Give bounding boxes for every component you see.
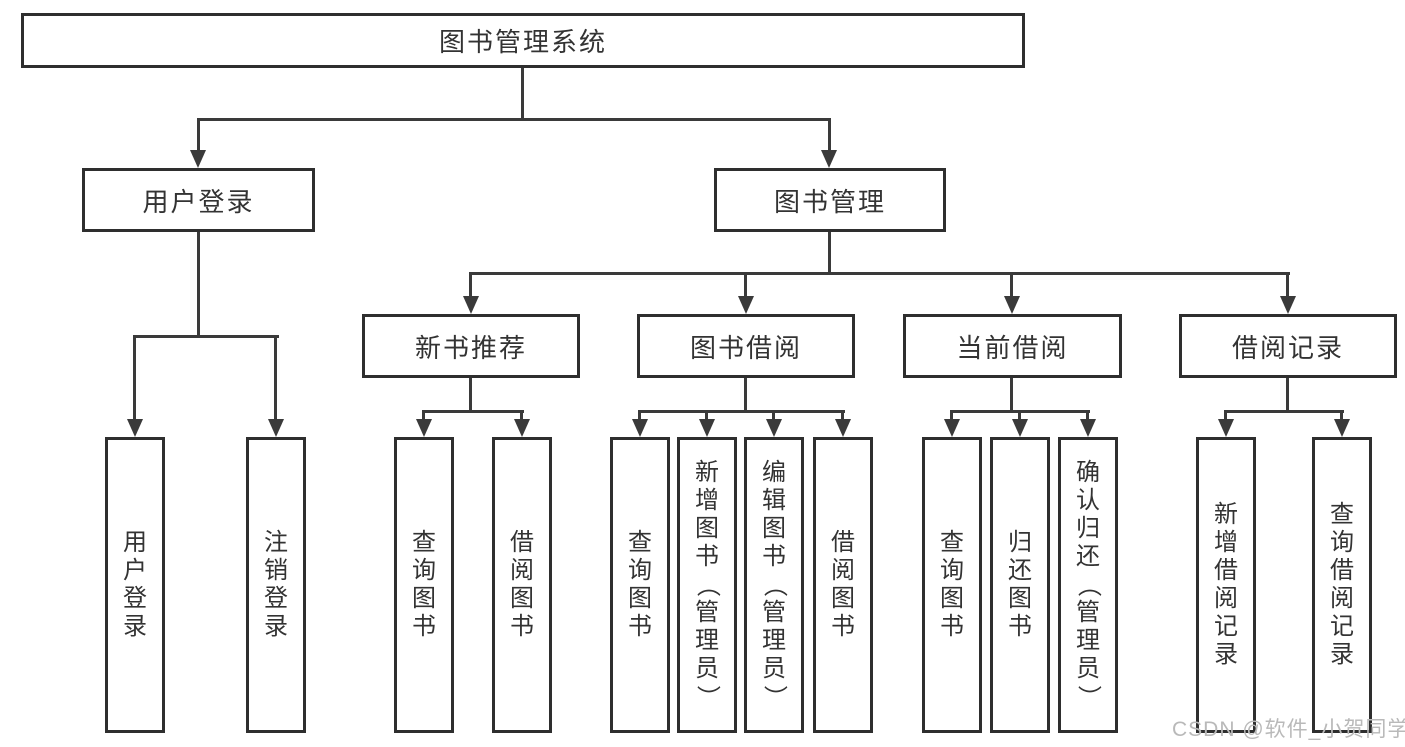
root-node-label: 图书管理系统	[438, 27, 607, 57]
connector-line	[422, 410, 425, 421]
connector-line	[1010, 378, 1013, 412]
node-label: 用户登录	[142, 186, 255, 217]
connector-line	[197, 118, 831, 121]
connector-line	[520, 410, 523, 421]
connector-line	[1286, 272, 1289, 298]
connector-line	[197, 232, 200, 335]
node-borrow-records: 借阅记录	[1179, 314, 1397, 378]
connector-line	[638, 410, 641, 421]
node-book-management: 图书管理	[714, 168, 946, 232]
arrow-down-icon	[1280, 296, 1296, 314]
connector-line	[521, 68, 524, 118]
node-book-borrowing: 图书借阅	[637, 314, 855, 378]
connector-line	[950, 410, 953, 421]
connector-line	[1340, 410, 1343, 421]
leaf-label: 查询图书	[628, 529, 652, 640]
connector-line	[772, 410, 775, 421]
node-label: 图书管理	[773, 186, 886, 217]
arrow-down-icon	[1012, 419, 1028, 437]
connector-line	[638, 410, 845, 413]
arrow-down-icon	[463, 296, 479, 314]
connector-line	[133, 335, 136, 421]
leaf-label: 新增借阅记录	[1214, 501, 1238, 668]
leaf-logout-login: 注销登录	[246, 437, 306, 733]
connector-line	[422, 410, 524, 413]
leaf-user-login: 用户登录	[105, 437, 165, 733]
node-current-borrowing: 当前借阅	[903, 314, 1122, 378]
connector-line	[744, 378, 747, 412]
arrow-down-icon	[127, 419, 143, 437]
node-label: 借阅记录	[1231, 332, 1344, 363]
arrow-down-icon	[190, 150, 206, 168]
connector-line	[828, 118, 831, 152]
arrow-down-icon	[416, 419, 432, 437]
arrow-down-icon	[835, 419, 851, 437]
connector-line	[1286, 378, 1289, 412]
leaf-borrow-books-recommend: 借阅图书	[492, 437, 552, 733]
arrow-down-icon	[1004, 296, 1020, 314]
connector-line	[1086, 410, 1089, 421]
arrow-down-icon	[738, 296, 754, 314]
connector-line	[1010, 272, 1013, 298]
leaf-label: 确认归还（管理员）	[1075, 459, 1102, 709]
arrow-down-icon	[1080, 419, 1096, 437]
leaf-borrow-books: 借阅图书	[813, 437, 873, 733]
arrow-down-icon	[632, 419, 648, 437]
arrow-down-icon	[1218, 419, 1234, 437]
node-user-login: 用户登录	[82, 168, 315, 232]
connector-line	[133, 335, 279, 338]
leaf-label: 用户登录	[123, 529, 147, 640]
node-label: 图书借阅	[689, 332, 802, 363]
connector-line	[469, 272, 472, 298]
connector-line	[274, 335, 277, 421]
arrow-down-icon	[699, 419, 715, 437]
connector-line	[469, 272, 1290, 275]
leaf-label: 注销登录	[264, 529, 288, 640]
root-node-library-system: 图书管理系统	[21, 13, 1025, 68]
leaf-label: 查询图书	[412, 529, 436, 640]
connector-line	[469, 378, 472, 412]
leaf-query-books-recommend: 查询图书	[394, 437, 454, 733]
leaf-label: 查询图书	[940, 529, 964, 640]
leaf-query-borrow-record: 查询借阅记录	[1312, 437, 1372, 733]
leaf-label: 借阅图书	[831, 529, 855, 640]
node-label: 新书推荐	[414, 332, 527, 363]
arrow-down-icon	[821, 150, 837, 168]
csdn-watermark: CSDN @软件_小贺同学	[1172, 718, 1405, 741]
leaf-query-books-current: 查询图书	[922, 437, 982, 733]
arrow-down-icon	[944, 419, 960, 437]
node-new-book-recommend: 新书推荐	[362, 314, 580, 378]
node-label: 当前借阅	[956, 332, 1069, 363]
connector-line	[1018, 410, 1021, 421]
leaf-label: 新增图书（管理员）	[694, 459, 721, 709]
arrow-down-icon	[766, 419, 782, 437]
connector-line	[197, 118, 200, 152]
leaf-confirm-return-admin: 确认归还（管理员）	[1058, 437, 1118, 733]
leaf-edit-books-admin: 编辑图书（管理员）	[744, 437, 804, 733]
leaf-label: 编辑图书（管理员）	[761, 459, 788, 709]
arrow-down-icon	[268, 419, 284, 437]
arrow-down-icon	[1334, 419, 1350, 437]
leaf-add-books-admin: 新增图书（管理员）	[677, 437, 737, 733]
arrow-down-icon	[514, 419, 530, 437]
leaf-return-books: 归还图书	[990, 437, 1050, 733]
connector-line	[1224, 410, 1344, 413]
connector-line	[1224, 410, 1227, 421]
leaf-query-books-borrow: 查询图书	[610, 437, 670, 733]
leaf-label: 借阅图书	[510, 529, 534, 640]
connector-line	[744, 272, 747, 298]
leaf-label: 归还图书	[1008, 529, 1032, 640]
leaf-add-borrow-record: 新增借阅记录	[1196, 437, 1256, 733]
connector-line	[828, 232, 831, 275]
leaf-label: 查询借阅记录	[1330, 501, 1354, 668]
connector-line	[705, 410, 708, 421]
connector-line	[841, 410, 844, 421]
